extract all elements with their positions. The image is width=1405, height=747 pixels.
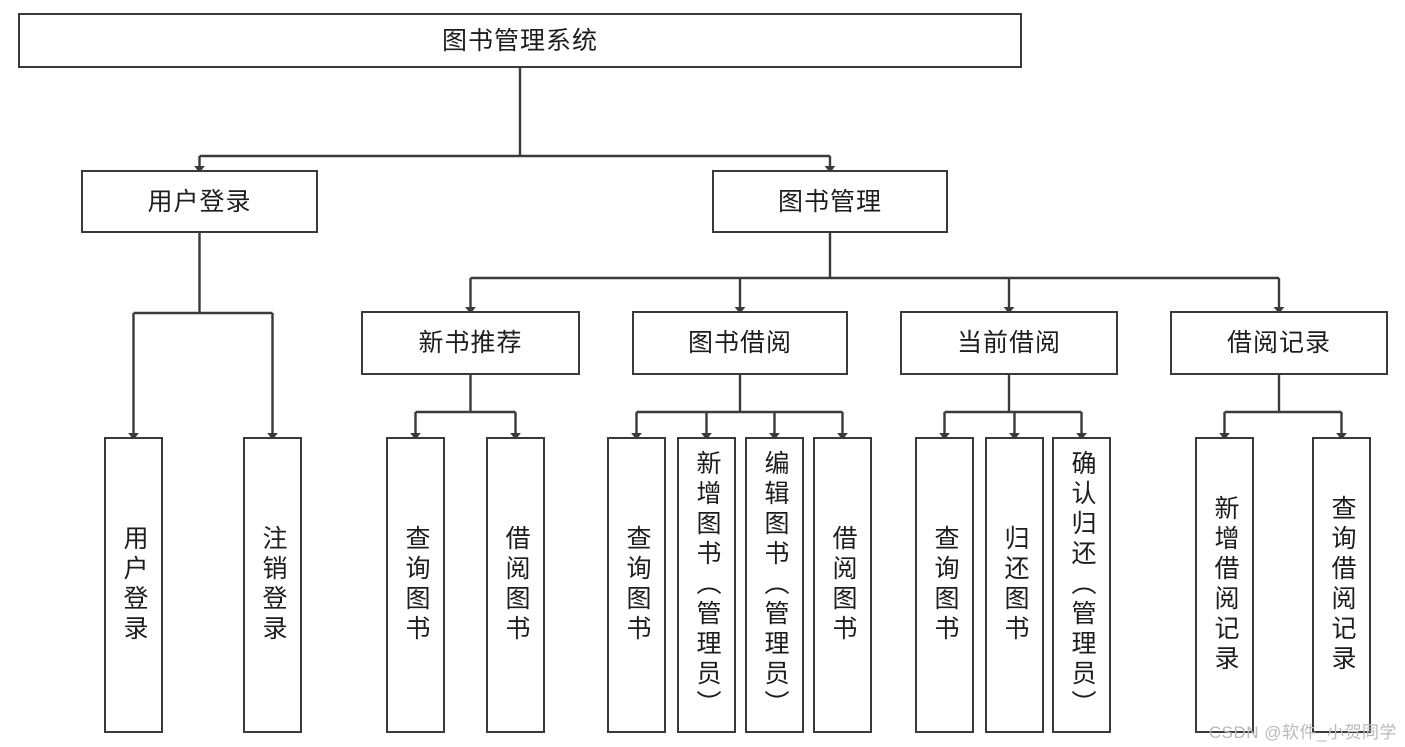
node-bookmgr[interactable]: 图书管理 (712, 170, 948, 233)
node-label: 新增图书（管理员） (693, 450, 721, 720)
node-leaf3[interactable]: 查询图书 (386, 437, 445, 733)
node-label: 注销登录 (259, 525, 287, 645)
watermark-text: CSDN @软件_小贺同学 (1208, 723, 1397, 742)
node-label: 图书管理系统 (441, 26, 598, 55)
node-records[interactable]: 借阅记录 (1170, 311, 1388, 375)
node-label: 借阅记录 (1226, 329, 1331, 357)
node-borrow[interactable]: 图书借阅 (632, 311, 848, 375)
node-leaf5[interactable]: 查询图书 (607, 437, 666, 733)
node-leaf6[interactable]: 新增图书（管理员） (677, 437, 736, 733)
node-label: 查询图书 (623, 525, 651, 645)
node-label: 新书推荐 (418, 329, 523, 357)
node-current[interactable]: 当前借阅 (900, 311, 1118, 375)
node-label: 查询图书 (402, 525, 430, 645)
node-leaf7[interactable]: 编辑图书（管理员） (745, 437, 804, 733)
node-root[interactable]: 图书管理系统 (18, 13, 1022, 68)
node-label: 图书借阅 (687, 329, 792, 357)
node-leaf10[interactable]: 归还图书 (985, 437, 1044, 733)
node-label: 编辑图书（管理员） (761, 450, 789, 720)
node-label: 新增借阅记录 (1211, 495, 1239, 675)
node-label: 归还图书 (1001, 525, 1029, 645)
node-leaf1[interactable]: 用户登录 (104, 437, 163, 733)
node-leaf8[interactable]: 借阅图书 (813, 437, 872, 733)
node-leaf4[interactable]: 借阅图书 (486, 437, 545, 733)
node-leaf11[interactable]: 确认归还（管理员） (1052, 437, 1111, 733)
node-leaf12[interactable]: 新增借阅记录 (1195, 437, 1254, 733)
node-label: 借阅图书 (829, 525, 857, 645)
node-login[interactable]: 用户登录 (81, 170, 318, 233)
node-leaf9[interactable]: 查询图书 (915, 437, 974, 733)
node-leaf13[interactable]: 查询借阅记录 (1312, 437, 1371, 733)
node-label: 查询图书 (931, 525, 959, 645)
node-newbook[interactable]: 新书推荐 (361, 311, 580, 375)
node-leaf2[interactable]: 注销登录 (243, 437, 302, 733)
node-label: 确认归还（管理员） (1068, 450, 1096, 720)
node-label: 图书管理 (777, 187, 882, 216)
tree-connectors (128, 68, 1347, 440)
node-label: 用户登录 (147, 187, 252, 216)
node-label: 查询借阅记录 (1328, 495, 1356, 675)
node-label: 用户登录 (120, 525, 148, 645)
node-label: 借阅图书 (502, 525, 530, 645)
node-label: 当前借阅 (956, 329, 1061, 357)
